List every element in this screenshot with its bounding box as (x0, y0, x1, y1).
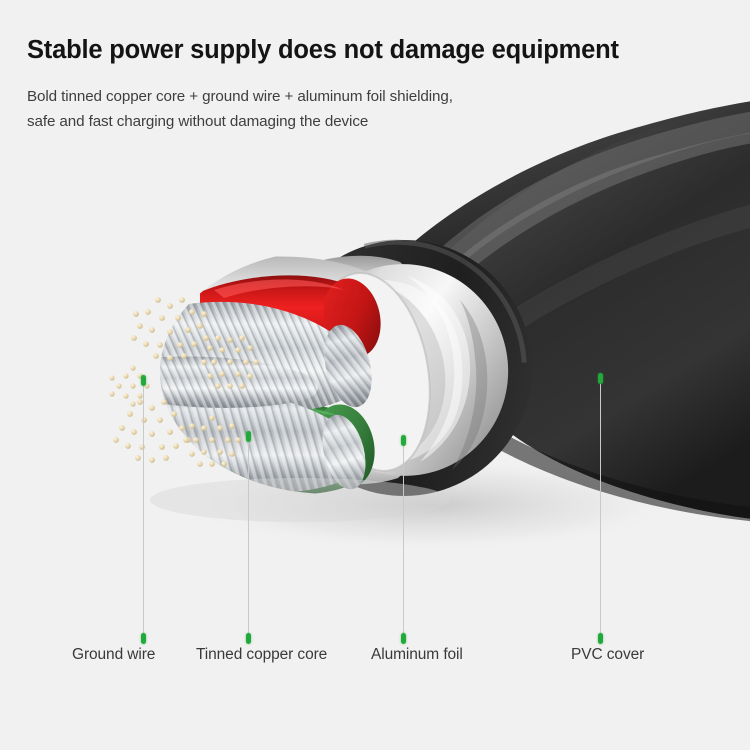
callout-marker-dot-aluminum-foil (401, 633, 406, 644)
subtitle-line-1: Bold tinned copper core + ground wire + … (27, 88, 453, 105)
callout-leader-line-tinned-copper-core (248, 442, 249, 635)
callout-label-aluminum-foil: Aluminum foil (371, 646, 463, 663)
callout-anchor-dot-pvc-cover (598, 373, 603, 384)
callout-anchor-dot-ground-wire (141, 375, 146, 386)
callout-leader-line-aluminum-foil (403, 446, 404, 635)
callout-leader-line-pvc-cover (600, 384, 601, 635)
callout-label-pvc-cover: PVC cover (571, 646, 645, 663)
subtitle-line-2: safe and fast charging without damaging … (27, 113, 369, 130)
callout-anchor-dot-tinned-copper-core (246, 431, 251, 442)
callout-label-tinned-copper-core: Tinned copper core (196, 646, 328, 663)
tinned-copper-rosettes (109, 297, 259, 467)
pvc-cut-rim (276, 239, 532, 496)
callout-marker-dot-ground-wire (141, 633, 146, 644)
strand-bundle-mid (160, 356, 318, 408)
callout-marker-dot-tinned-copper-core (246, 633, 251, 644)
page-title: Stable power supply does not damage equi… (27, 36, 619, 64)
callout-label-ground-wire: Ground wire (72, 646, 156, 663)
red-wire (200, 275, 381, 361)
pvc-jacket (398, 101, 750, 522)
aluminum-foil-layer (290, 255, 509, 485)
callout-leader-line-ground-wire (143, 386, 144, 635)
green-wire (198, 402, 375, 494)
callout-anchor-dot-aluminum-foil (401, 435, 406, 446)
cable-core (160, 256, 431, 494)
callout-marker-dot-pvc-cover (598, 633, 603, 644)
strand-bundle-upper (160, 301, 372, 413)
